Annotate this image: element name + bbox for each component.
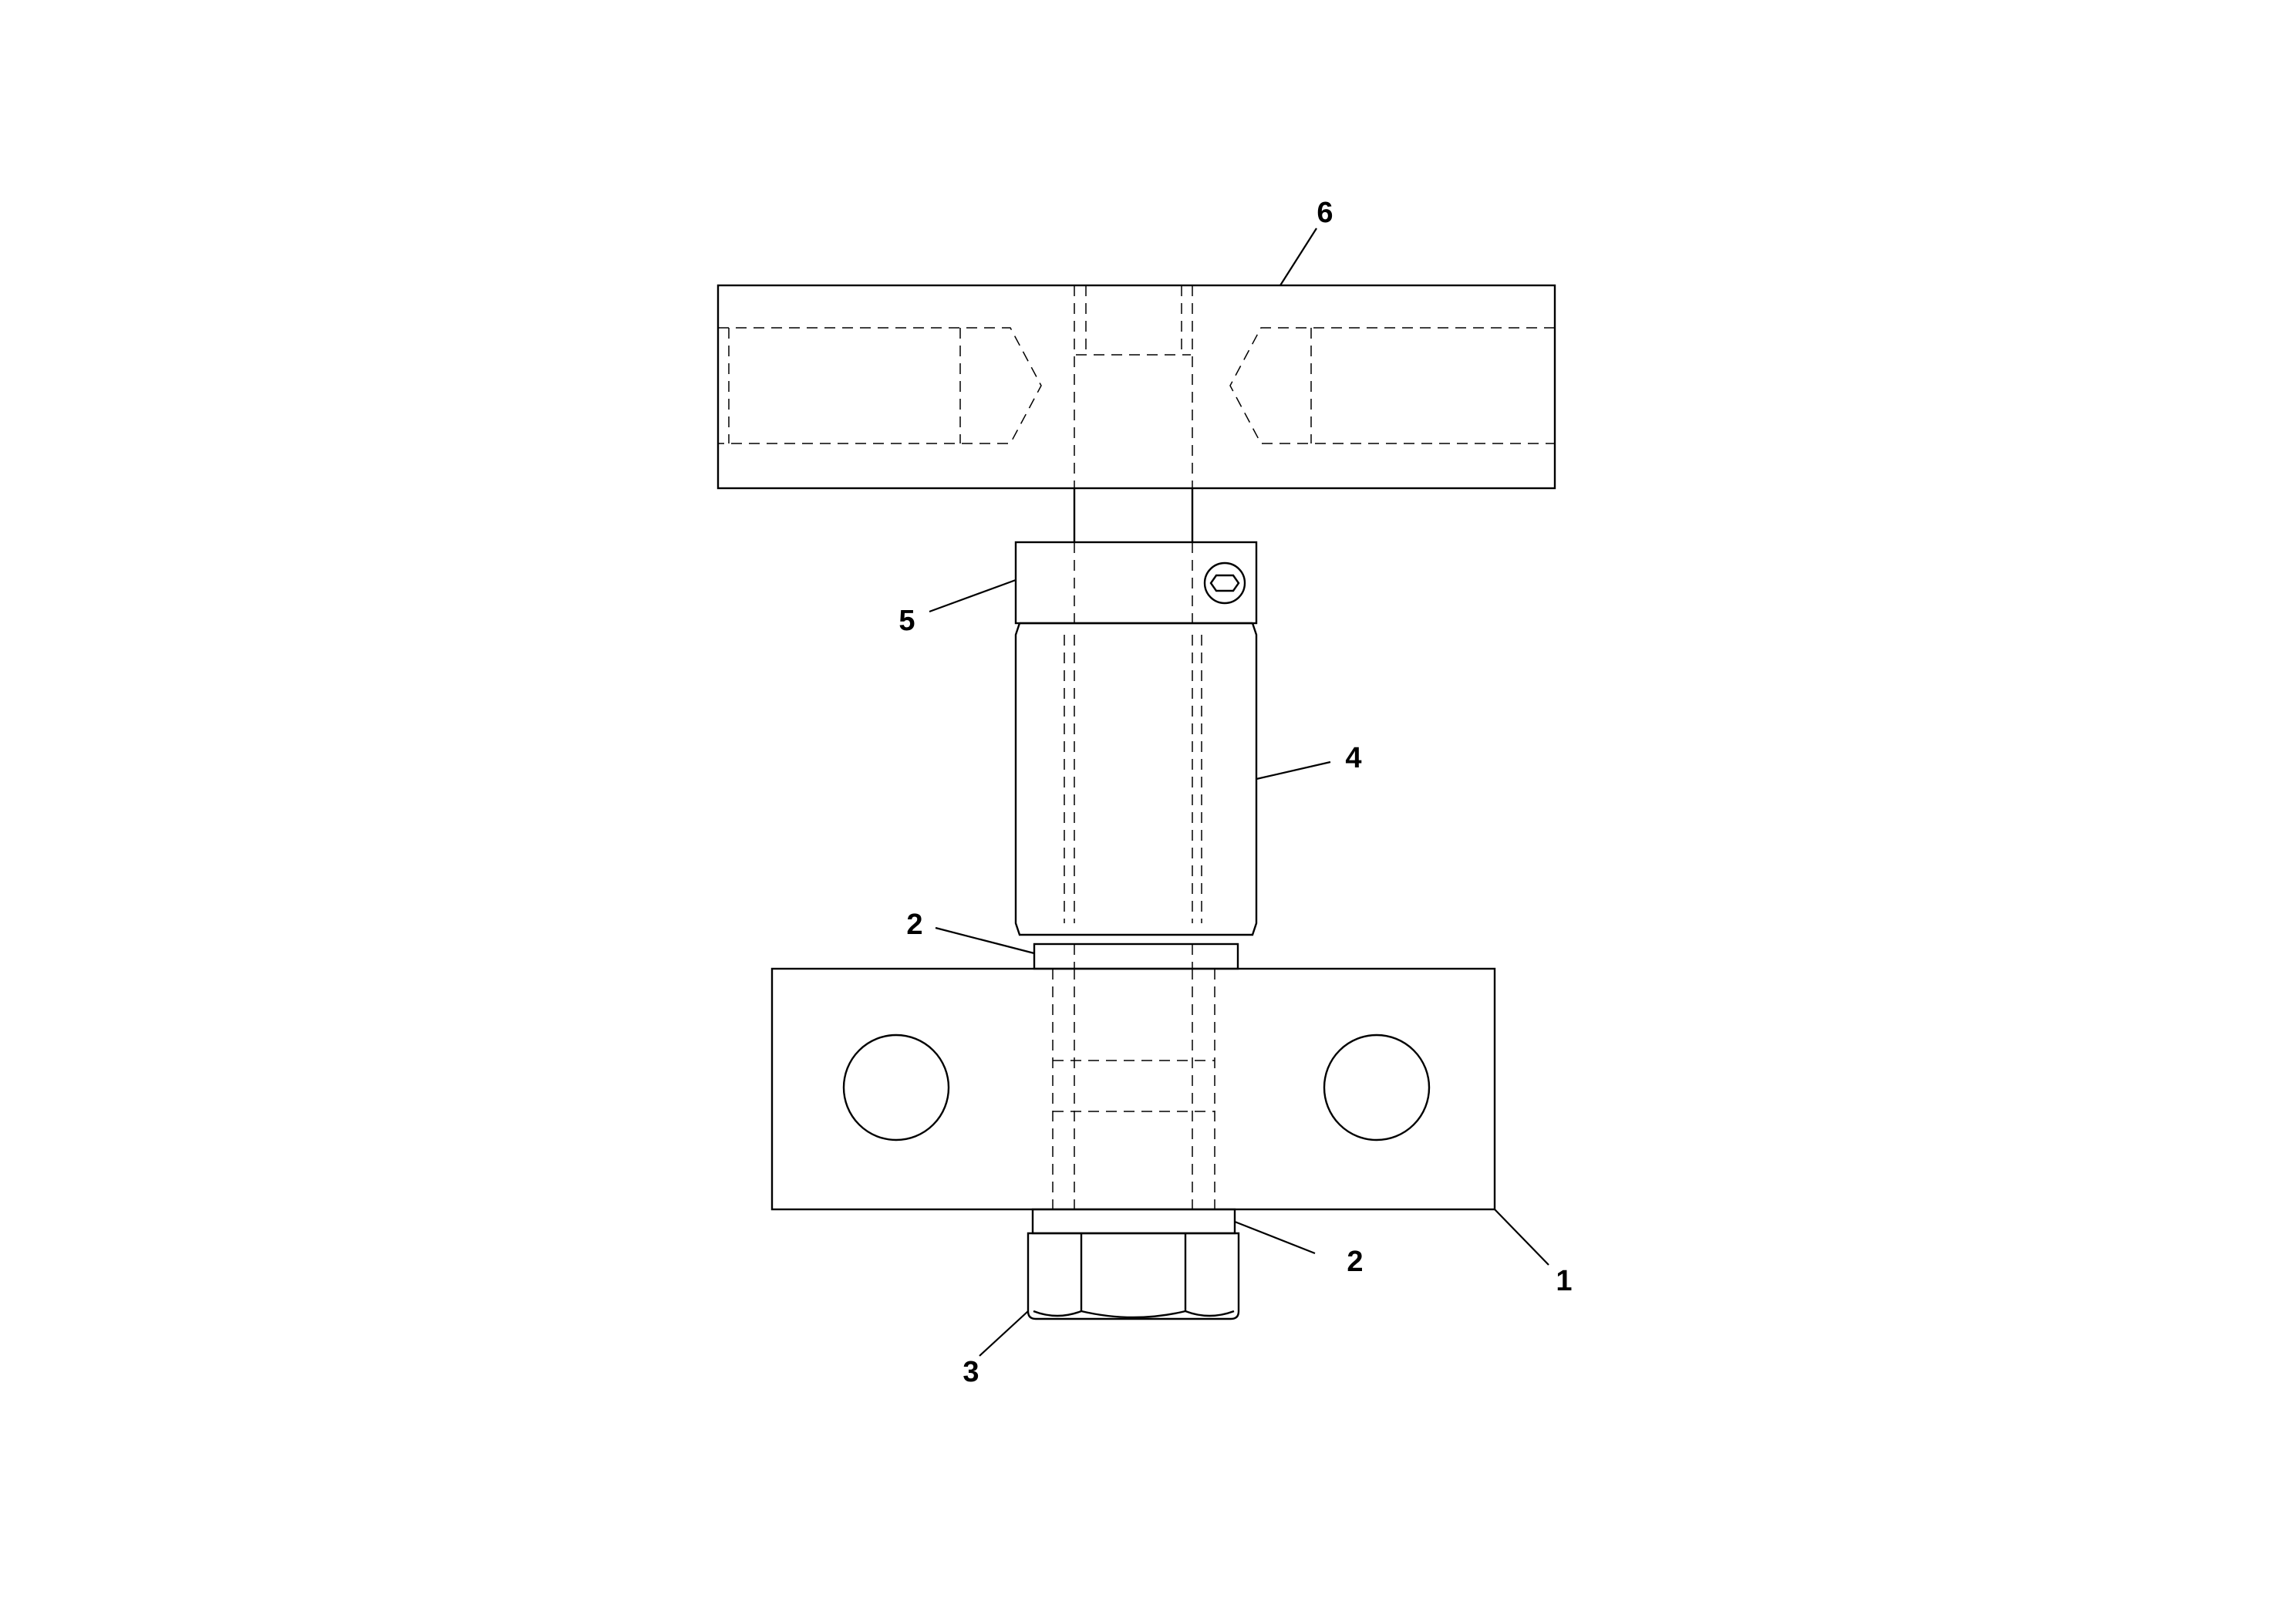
leader-5 [929, 578, 1017, 613]
body-sleeve [1014, 622, 1258, 936]
callout-2-upper: 2 [906, 909, 922, 941]
callout-5: 5 [899, 605, 915, 637]
callout-3: 3 [963, 1356, 979, 1388]
leader-2-lower [1234, 1220, 1316, 1255]
set-screw-icon [1203, 561, 1246, 605]
hex-nut [1027, 1232, 1240, 1320]
leader-lines [929, 228, 1549, 1357]
left-mounting-hole [842, 1034, 950, 1141]
leader-3 [979, 1310, 1029, 1357]
leader-6 [1279, 228, 1317, 286]
leader-4 [1256, 760, 1331, 781]
shaft [1073, 488, 1194, 542]
leader-2-upper [935, 926, 1035, 955]
t-handle-bar [716, 284, 1556, 490]
callout-2-lower: 2 [1347, 1246, 1363, 1278]
locking-collar [1014, 541, 1258, 625]
leader-1 [1494, 1209, 1549, 1266]
callout-labels: 6 5 4 2 2 1 3 [899, 197, 1572, 1388]
right-mounting-hole [1323, 1034, 1431, 1141]
mounting-plate [770, 967, 1496, 1211]
callout-4: 4 [1345, 742, 1361, 774]
callout-6: 6 [1317, 197, 1333, 229]
upper-washer [1033, 943, 1239, 970]
callout-1: 1 [1556, 1265, 1572, 1297]
lower-washer [1031, 1208, 1236, 1235]
